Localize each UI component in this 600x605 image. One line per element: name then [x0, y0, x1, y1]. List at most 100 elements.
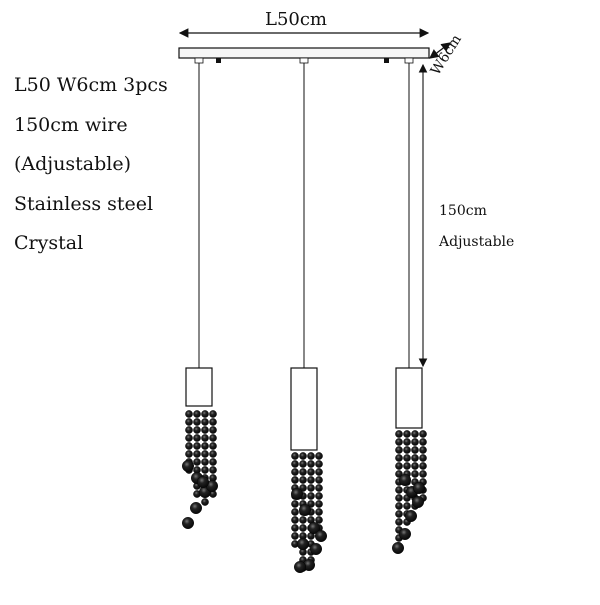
wire-anchor-right	[404, 57, 414, 64]
crystal-bead	[209, 418, 217, 426]
spec-wire: 150cm wire	[14, 114, 128, 136]
crystal-drop	[315, 530, 328, 543]
crystal-bead	[299, 460, 307, 468]
crystal-bead	[315, 500, 323, 508]
crystal-bead	[201, 498, 209, 506]
crystal-bead	[291, 500, 299, 508]
crystal-bead	[395, 494, 403, 502]
crystal-bead	[419, 438, 427, 446]
crystal-bead	[403, 502, 411, 510]
crystal-bead	[209, 458, 217, 466]
crystal-drop	[308, 522, 321, 535]
crystal-drop	[399, 474, 412, 487]
crystal-bead	[209, 450, 217, 458]
spec-material-steel: Stainless steel	[14, 193, 153, 215]
crystal-bead	[291, 476, 299, 484]
crystal-drop	[392, 542, 405, 555]
crystal-bead	[315, 468, 323, 476]
crystal-bead	[411, 446, 419, 454]
crystal-drop	[189, 502, 202, 515]
pendant-holder-center	[290, 367, 318, 451]
crystal-drop	[310, 543, 323, 556]
crystal-bead	[185, 434, 193, 442]
crystal-drop	[299, 504, 312, 517]
crystal-drop	[291, 488, 304, 501]
crystal-drop	[412, 496, 425, 509]
crystal-bead	[395, 454, 403, 462]
crystal-bead	[315, 492, 323, 500]
pendant-holder-left	[185, 367, 213, 407]
wire-anchor-left	[194, 57, 204, 64]
crystal-bead	[411, 438, 419, 446]
crystal-bead	[419, 430, 427, 438]
length-dimension: L50cm	[178, 9, 430, 38]
crystal-bead	[209, 466, 217, 474]
crystal-bead	[291, 532, 299, 540]
length-label: L50cm	[265, 9, 327, 30]
crystal-bead	[291, 452, 299, 460]
crystal-bead	[185, 450, 193, 458]
crystal-bead	[419, 470, 427, 478]
crystal-bead	[403, 430, 411, 438]
crystal-bead	[411, 430, 419, 438]
spec-material-crystal: Crystal	[14, 232, 83, 254]
crystal-bead	[291, 460, 299, 468]
crystal-drop	[399, 528, 412, 541]
wire-length-dimension: 150cm Adjustable	[418, 63, 514, 368]
crystal-bead	[411, 470, 419, 478]
crystal-strands-right	[392, 430, 427, 555]
crystal-bead	[395, 462, 403, 470]
crystal-bead	[403, 454, 411, 462]
crystal-bead	[395, 518, 403, 526]
crystal-bead	[291, 468, 299, 476]
wire-length-label: 150cm	[439, 203, 487, 219]
crystal-bead	[419, 446, 427, 454]
crystal-bead	[185, 426, 193, 434]
crystal-bead	[291, 508, 299, 516]
crystal-bead	[185, 418, 193, 426]
crystal-bead	[209, 442, 217, 450]
crystal-bead	[193, 418, 201, 426]
crystal-bead	[185, 442, 193, 450]
crystal-bead	[201, 442, 209, 450]
width-dimension: W6cm	[428, 32, 465, 78]
crystal-bead	[201, 466, 209, 474]
crystal-bead	[403, 438, 411, 446]
crystal-bead	[395, 430, 403, 438]
crystal-bead	[299, 516, 307, 524]
crystal-bead	[315, 516, 323, 524]
crystal-bead	[291, 516, 299, 524]
pendant-holders	[185, 367, 423, 451]
crystal-bead	[315, 476, 323, 484]
crystal-bead	[307, 468, 315, 476]
specification-list: L50 W6cm 3pcs 150cm wire (Adjustable) St…	[14, 74, 168, 254]
crystal-bead	[315, 460, 323, 468]
crystal-bead	[193, 410, 201, 418]
crystal-bead	[185, 410, 193, 418]
crystal-bead	[193, 426, 201, 434]
crystal-bead	[403, 462, 411, 470]
crystal-strands-center	[291, 452, 328, 574]
crystal-bead	[411, 454, 419, 462]
crystal-bead	[307, 484, 315, 492]
crystal-bead	[201, 410, 209, 418]
crystal-bead	[209, 426, 217, 434]
crystal-bead	[315, 484, 323, 492]
crystal-bead	[299, 524, 307, 532]
crystal-bead	[395, 502, 403, 510]
crystal-bead	[411, 462, 419, 470]
crystal-bead	[193, 450, 201, 458]
crystal-bead	[209, 434, 217, 442]
crystal-bead	[307, 492, 315, 500]
crystal-bead	[201, 426, 209, 434]
crystal-bead	[403, 446, 411, 454]
crystal-bead	[395, 510, 403, 518]
wire-adjustable-label: Adjustable	[438, 234, 514, 250]
crystal-bead	[193, 434, 201, 442]
spec-adjustable: (Adjustable)	[14, 153, 131, 175]
crystal-drop	[405, 510, 418, 523]
crystal-bead	[193, 442, 201, 450]
crystal-bead	[299, 476, 307, 484]
crystal-bead	[201, 418, 209, 426]
crystal-bead	[395, 446, 403, 454]
